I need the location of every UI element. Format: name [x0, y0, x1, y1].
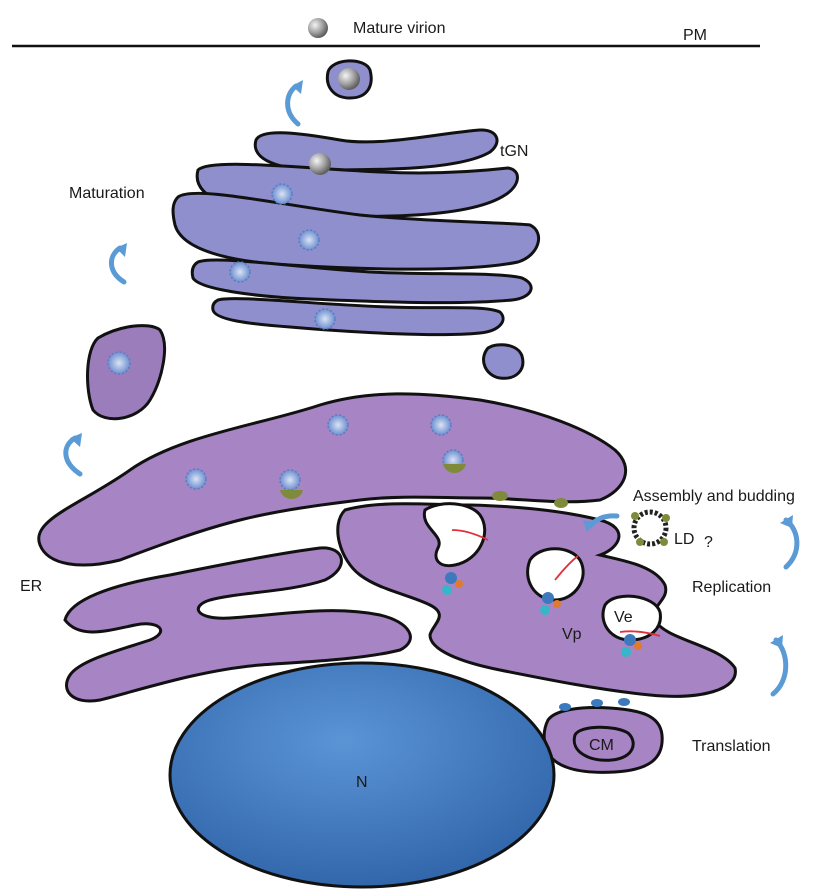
label-ld: LD [674, 532, 694, 548]
label-er: ER [20, 579, 42, 595]
arrow-translation [773, 640, 786, 694]
lipid-dot-1 [492, 491, 508, 501]
golgi-virion-3-icon [230, 262, 250, 282]
label-nucleus: N [356, 775, 368, 791]
golgi-cisterna-1 [255, 130, 497, 170]
golgi-vesicle-small [484, 345, 523, 379]
vesicle-virion-icon [338, 68, 360, 90]
er-virion-1-icon [328, 415, 348, 435]
ld-lipid-dot-4 [660, 538, 668, 546]
label-tgn: tGN [500, 144, 528, 160]
golgi-virion-4-icon [315, 309, 335, 329]
spherule-2 [528, 549, 584, 600]
er-virion-3-icon [186, 469, 206, 489]
transport-vesicle-virion-icon [108, 352, 130, 374]
label-cm: CM [589, 738, 614, 754]
ld-lipid-dot-2 [662, 514, 670, 522]
label-vp: Vp [562, 627, 582, 643]
label-replication: Replication [692, 580, 771, 596]
ld-lipid-dot-3 [636, 538, 644, 546]
label-ld-question: ? [704, 535, 713, 551]
lipid-dot-2 [554, 498, 568, 508]
label-assembly: Assembly and budding [633, 489, 795, 505]
label-translation: Translation [692, 739, 771, 755]
golgi-virion-2-icon [299, 230, 319, 250]
ld-lipid-dot-1 [631, 512, 639, 520]
label-mature-virion: Mature virion [353, 21, 445, 37]
golgi-virion-gray-icon [309, 153, 331, 175]
label-pm: PM [683, 28, 707, 44]
label-maturation: Maturation [69, 186, 145, 202]
mature-virion-icon [308, 18, 328, 38]
golgi-stack [173, 130, 539, 378]
arrow-top [288, 86, 298, 124]
golgi-virion-1-icon [272, 184, 292, 204]
er-virion-2-icon [431, 415, 451, 435]
label-ve: Ve [614, 610, 633, 626]
er-virion-budding-1-icon [280, 470, 300, 490]
